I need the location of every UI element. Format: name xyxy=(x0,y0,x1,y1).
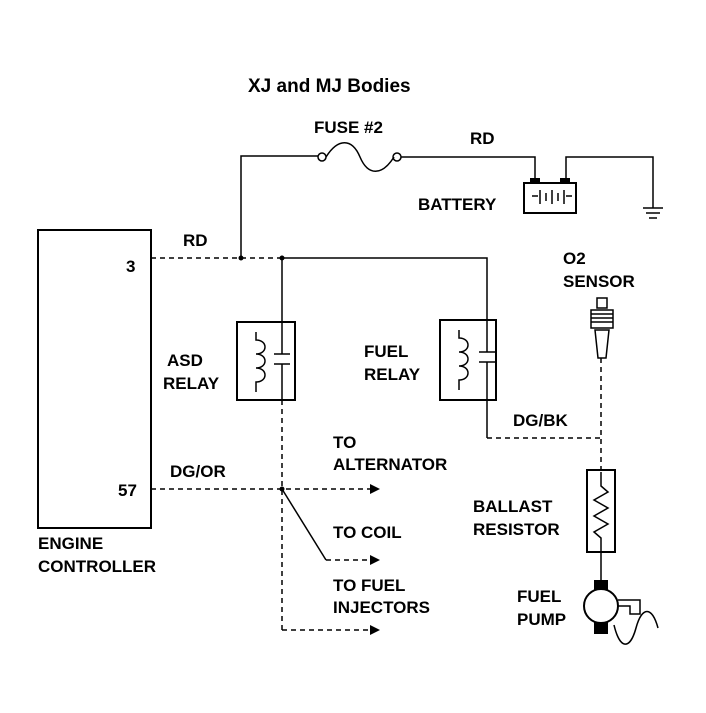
asd-relay-contact-icon xyxy=(274,322,290,400)
diagram-title: XJ and MJ Bodies xyxy=(248,76,411,97)
to-fuel-injectors-label-1: TO FUEL xyxy=(333,576,405,595)
splice-dot xyxy=(238,255,244,261)
battery-icon xyxy=(523,178,577,214)
arrow-coil-icon xyxy=(370,555,380,565)
fuse-terminal-left xyxy=(317,152,327,162)
fuel-relay-coil-icon xyxy=(458,330,469,390)
ground-icon xyxy=(643,207,663,219)
arrow-alternator-icon xyxy=(370,484,380,494)
to-coil-label: TO COIL xyxy=(333,523,402,542)
fuel-relay-contact-icon xyxy=(479,320,495,400)
to-fuel-injectors-label-2: INJECTORS xyxy=(333,598,430,617)
fuse-terminal-right xyxy=(392,152,402,162)
arrow-injectors-icon xyxy=(370,625,380,635)
engine-controller-label-2: CONTROLLER xyxy=(38,557,156,576)
wire-to-coil-diag xyxy=(281,488,327,561)
to-alternator-label-2: ALTERNATOR xyxy=(333,455,447,474)
asd-relay-coil-icon xyxy=(255,332,266,392)
battery-label: BATTERY xyxy=(418,195,497,214)
wire-rd-fuel-relay xyxy=(282,257,488,320)
asd-relay-label-2: RELAY xyxy=(163,374,220,393)
to-alternator-label-1: TO xyxy=(333,433,356,452)
o2-sensor-icon xyxy=(590,297,614,359)
o2-sensor-label-1: O2 xyxy=(563,249,586,268)
fuel-relay-label-2: RELAY xyxy=(364,365,421,384)
asd-relay-box xyxy=(236,321,296,401)
fuel-relay-label-1: FUEL xyxy=(364,342,408,361)
ballast-resistor-label-2: RESISTOR xyxy=(473,520,560,539)
fuel-relay-box xyxy=(439,319,497,401)
asd-relay-label-1: ASD xyxy=(167,351,203,370)
wire-dg-bk-label: DG/BK xyxy=(513,411,569,430)
engine-controller-box xyxy=(37,229,152,529)
ballast-resistor-icon xyxy=(592,472,610,552)
wire-rd-fuse-left xyxy=(240,155,318,258)
wire-battery-ground xyxy=(565,156,654,208)
o2-sensor-label-2: SENSOR xyxy=(563,272,635,291)
wire-rd-left-label: RD xyxy=(183,231,208,250)
fuel-pump-label-1: FUEL xyxy=(517,587,561,606)
engine-controller-label-1: ENGINE xyxy=(38,534,103,553)
wire-rd-top-label: RD xyxy=(470,129,495,148)
fuel-pump-label-2: PUMP xyxy=(517,610,566,629)
fuse-label: FUSE #2 xyxy=(314,118,383,137)
pin-3-label: 3 xyxy=(126,257,135,276)
wire-dg-or-label: DG/OR xyxy=(170,462,226,481)
wire-rd-battery xyxy=(401,156,536,182)
pin-57-label: 57 xyxy=(118,481,137,500)
fuel-pump-icon xyxy=(583,580,659,645)
ballast-resistor-label-1: BALLAST xyxy=(473,497,553,516)
fuse-icon xyxy=(325,142,395,172)
